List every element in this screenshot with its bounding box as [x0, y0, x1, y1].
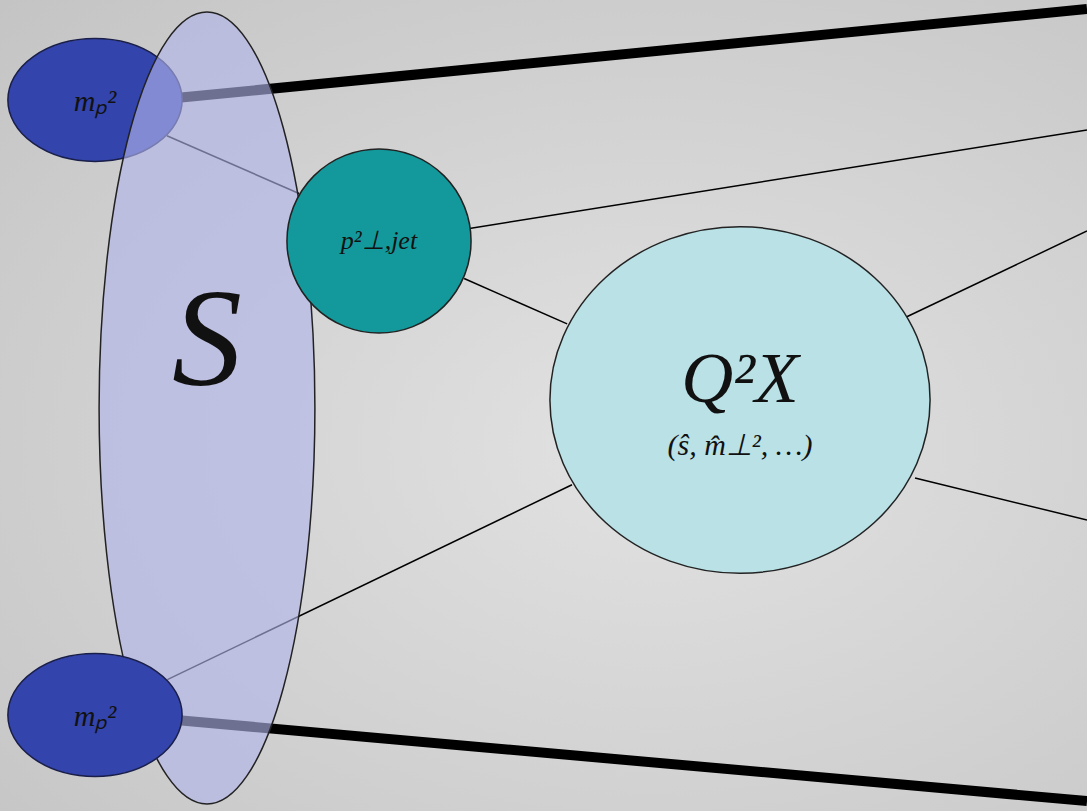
hard-process-circle: Q²X (ŝ, m̂⊥², …): [548, 225, 932, 575]
proton-ellipse: mₚ²: [7, 653, 183, 777]
node-sublabel: (ŝ, m̂⊥², …): [668, 428, 813, 461]
node-label: mₚ²: [74, 84, 117, 117]
node-text-area: mₚ²: [7, 653, 183, 777]
connector-line: [464, 278, 567, 323]
product-line: [915, 478, 1087, 520]
node-text-area: p²⊥,jet: [286, 148, 472, 334]
jet-circle: p²⊥,jet: [286, 148, 472, 334]
beam-line: [176, 9, 1087, 98]
beam-line: [176, 720, 1087, 801]
node-text-area: S: [98, 0, 316, 738]
node-label: mₚ²: [74, 699, 117, 732]
node-label: Q²X: [681, 339, 799, 418]
node-text-area: Q²X (ŝ, m̂⊥², …): [548, 225, 932, 575]
node-label: p²⊥,jet: [341, 227, 417, 256]
jet-line: [460, 130, 1087, 230]
node-label: S: [172, 261, 242, 415]
product-line: [900, 231, 1087, 320]
